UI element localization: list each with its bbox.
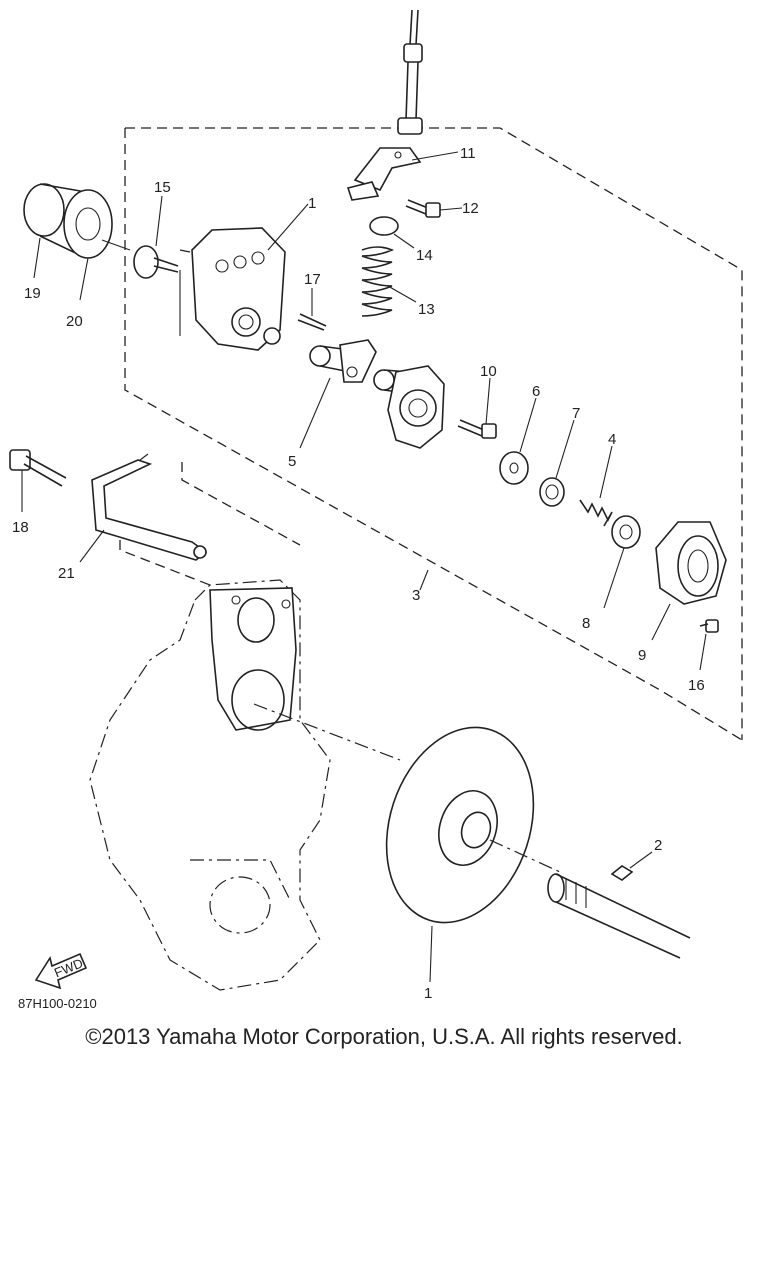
label-17: 17 — [304, 271, 321, 288]
engine-case — [89, 579, 331, 991]
bolt-18 — [9, 449, 67, 487]
label-13: 13 — [418, 301, 435, 318]
part-labels: 11 12 14 13 1 15 17 19 20 5 10 6 7 4 8 9… — [12, 145, 705, 1002]
pump-body-3 — [373, 365, 445, 449]
mount-outline-dashed — [119, 462, 301, 586]
bracket-21 — [91, 453, 208, 561]
label-1-sheave: 1 — [424, 985, 432, 1002]
shaft-5 — [309, 339, 377, 383]
collar-14 — [369, 216, 399, 236]
pin-17 — [297, 313, 327, 331]
clip-7 — [539, 477, 565, 507]
label-8: 8 — [582, 615, 590, 632]
screw-16 — [699, 619, 719, 633]
label-19: 19 — [24, 285, 41, 302]
label-7: 7 — [572, 405, 580, 422]
label-21: 21 — [58, 565, 75, 582]
label-6: 6 — [532, 383, 540, 400]
housing-1 — [179, 227, 286, 351]
cable — [397, 9, 423, 135]
label-2: 2 — [654, 837, 662, 854]
label-9: 9 — [638, 647, 646, 664]
label-5: 5 — [288, 453, 296, 470]
bushing-8 — [611, 515, 641, 549]
lever-part — [346, 147, 422, 201]
label-16: 16 — [688, 677, 705, 694]
drawing-code: 87H100-0210 — [18, 996, 97, 1010]
parts-diagram: FWD 11 12 14 13 1 15 17 19 20 — [9, 9, 743, 1010]
spring-13 — [361, 246, 395, 317]
label-20: 20 — [66, 313, 83, 330]
label-11: 11 — [460, 145, 476, 162]
label-15: 15 — [154, 179, 171, 196]
leader-lines — [21, 151, 707, 983]
label-10: 10 — [480, 363, 497, 380]
label-4: 4 — [608, 431, 616, 448]
spring-4 — [579, 499, 613, 527]
key-2 — [610, 865, 634, 881]
label-3: 3 — [412, 587, 420, 604]
axis-line-main — [253, 703, 561, 873]
axis-line-upper — [179, 249, 191, 253]
assembly-boundary — [124, 127, 743, 741]
label-1: 1 — [308, 195, 316, 212]
crankshaft-end — [547, 873, 691, 959]
fwd-label: FWD — [52, 955, 85, 980]
label-12: 12 — [462, 200, 479, 217]
washer-15 — [101, 239, 179, 279]
cylinder-19-20 — [23, 183, 113, 259]
cover-9 — [655, 521, 727, 605]
bolt-10 — [457, 419, 497, 439]
washer-6 — [499, 451, 529, 485]
copyright-notice: ©2013 Yamaha Motor Corporation, U.S.A. A… — [85, 1024, 683, 1049]
label-18: 18 — [12, 519, 29, 536]
fwd-arrow-icon: FWD — [34, 952, 88, 990]
sheave-1 — [385, 726, 535, 924]
label-14: 14 — [416, 247, 433, 264]
bolt-12 — [405, 199, 441, 218]
